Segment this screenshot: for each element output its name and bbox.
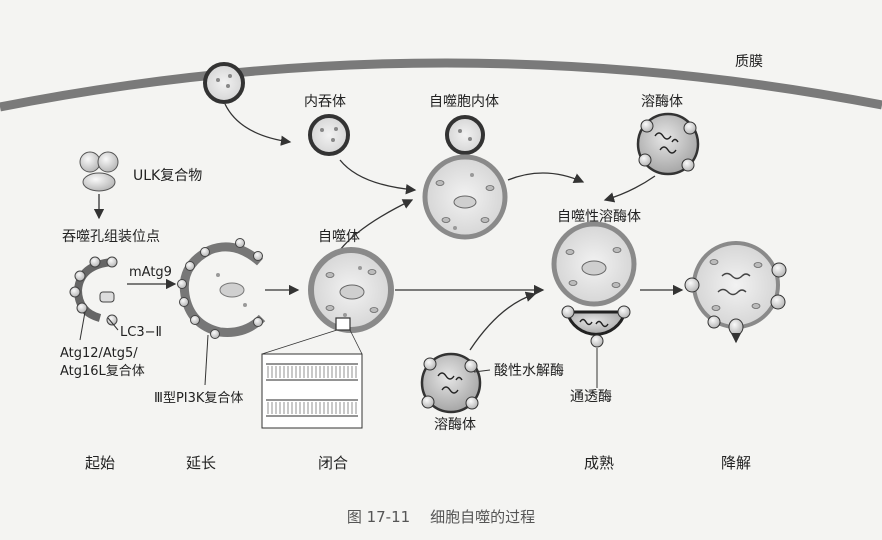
lysosome-top bbox=[636, 112, 700, 176]
amphisome bbox=[422, 154, 508, 240]
amphisome-label: 自噬胞内体 bbox=[429, 94, 499, 110]
endosome bbox=[308, 114, 350, 156]
ulk-complex-icon bbox=[79, 151, 119, 192]
figure-title: 细胞自噬的过程 bbox=[430, 508, 536, 526]
matg9-label: mAtg9 bbox=[129, 265, 172, 280]
degrading-autolysosome bbox=[684, 241, 787, 336]
plasma-membrane bbox=[0, 58, 882, 112]
stage-maturation: 成熟 bbox=[584, 454, 614, 472]
phagophore-elongation bbox=[177, 238, 266, 339]
budding-vesicle bbox=[203, 62, 245, 104]
acid-hydrolase-label: 酸性水解酶 bbox=[494, 363, 564, 379]
atg16l-label: Atg16L复合体 bbox=[60, 364, 145, 379]
arrow-amphisome-to-autolysosome bbox=[507, 172, 585, 184]
amphisome-vesicle bbox=[445, 115, 485, 155]
stage-degradation: 降解 bbox=[721, 454, 751, 472]
ulk-complex-label: ULK复合物 bbox=[133, 167, 202, 184]
stage-initiation: 起始 bbox=[85, 454, 115, 472]
arrow-endosome-to-amphisome bbox=[339, 159, 417, 195]
lysosome-bottom-label: 溶酶体 bbox=[434, 417, 476, 433]
membrane-zoom-box bbox=[335, 317, 351, 331]
autolysosome bbox=[551, 221, 637, 307]
arrow-to-endosome bbox=[224, 103, 292, 146]
permease-label: 通透酶 bbox=[570, 389, 612, 405]
stage-closure: 闭合 bbox=[318, 454, 348, 472]
stage-elongation: 延长 bbox=[186, 454, 216, 472]
membrane-bilayer-inset bbox=[261, 353, 363, 429]
pi3k-label: Ⅲ型PI3K复合体 bbox=[154, 391, 243, 406]
figure-caption: 图 17-11 细胞自噬的过程 bbox=[0, 506, 882, 527]
lc3-label: LC3−Ⅱ bbox=[120, 325, 162, 340]
lysosome-top-label: 溶酶体 bbox=[641, 94, 683, 110]
arrow-autophagosome-to-amphisome bbox=[339, 199, 414, 251]
lysosome-bottom bbox=[420, 352, 482, 414]
autophagosome-label: 自噬体 bbox=[318, 229, 360, 245]
atg12-label: Atg12/Atg5/ bbox=[60, 346, 138, 361]
figure-number: 图 17-11 bbox=[346, 508, 411, 526]
arrow-lysosome-to-fusion bbox=[469, 291, 537, 351]
arrow-lysosome-to-autolysosome bbox=[603, 175, 656, 203]
endosome-label: 内吞体 bbox=[304, 94, 346, 110]
autophagosome bbox=[308, 247, 394, 333]
autolysosome-label: 自噬性溶酶体 bbox=[557, 209, 641, 225]
assembly-site-label: 吞噬孔组装位点 bbox=[62, 229, 160, 245]
phagophore-initiation bbox=[69, 256, 118, 326]
plasma-membrane-label: 质膜 bbox=[735, 54, 763, 70]
lysosome-fusing bbox=[561, 305, 631, 348]
